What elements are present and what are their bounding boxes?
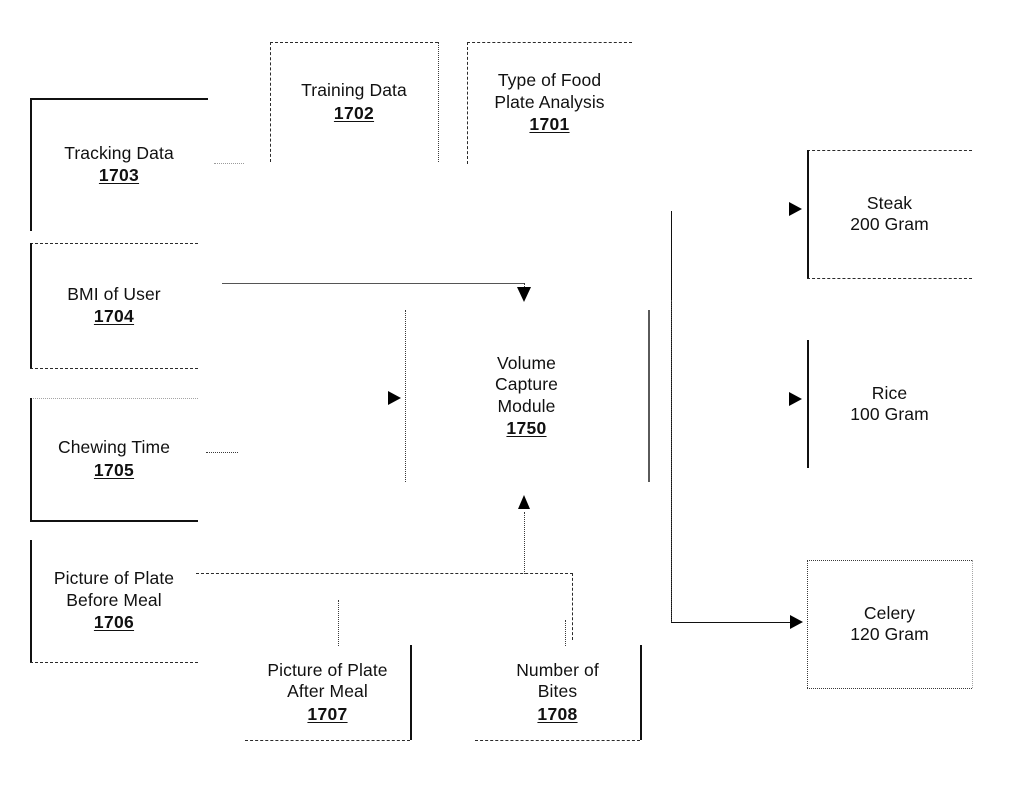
node-border-left bbox=[270, 42, 271, 162]
node-border-left bbox=[30, 540, 32, 662]
node-label: Tracking Data bbox=[64, 142, 174, 163]
connector-before-meal-horizontal bbox=[196, 573, 573, 574]
connector-before-meal-vertical bbox=[572, 573, 573, 640]
connector-bus-to-celery bbox=[671, 622, 793, 623]
node-border-top bbox=[807, 150, 972, 151]
node-chewing-time[interactable]: Chewing Time 1705 bbox=[30, 398, 198, 522]
chewing-time-stub bbox=[206, 452, 238, 453]
node-output-label: Steak bbox=[866, 192, 913, 213]
node-type-of-food-plate-analysis[interactable]: Type of Food Plate Analysis 1701 bbox=[467, 42, 632, 164]
node-border-top bbox=[807, 560, 972, 561]
node-tracking-data[interactable]: Tracking Data 1703 bbox=[30, 98, 208, 231]
node-label: Volume Capture Module bbox=[495, 352, 558, 416]
node-border-bottom bbox=[30, 520, 198, 522]
node-border-top bbox=[30, 243, 198, 244]
node-output-amount: 200 Gram bbox=[850, 214, 929, 234]
node-border-right bbox=[648, 310, 650, 482]
node-border-right bbox=[410, 645, 412, 740]
arrow-into-celery bbox=[790, 615, 803, 629]
node-border-bottom bbox=[475, 740, 640, 741]
node-output-amount: 100 Gram bbox=[850, 404, 929, 424]
node-label: BMI of User bbox=[67, 283, 161, 304]
node-bmi-of-user[interactable]: BMI of User 1704 bbox=[30, 243, 198, 369]
node-label: Number of Bites bbox=[516, 659, 599, 702]
node-ref: 1706 bbox=[93, 612, 135, 633]
connector-bites-to-module-vertical bbox=[524, 512, 525, 574]
node-border-bottom bbox=[807, 278, 972, 279]
arrow-into-module-top bbox=[517, 287, 531, 302]
node-ref: 1703 bbox=[98, 165, 140, 185]
node-border-bottom bbox=[30, 662, 198, 663]
node-label: Chewing Time bbox=[57, 437, 171, 458]
node-border-bottom bbox=[30, 368, 198, 369]
node-volume-capture-module[interactable]: Volume Capture Module 1750 bbox=[405, 310, 650, 482]
node-ref: 1750 bbox=[506, 417, 547, 438]
node-output-celery[interactable]: Celery 120 Gram bbox=[807, 560, 973, 689]
node-border-left bbox=[405, 310, 406, 482]
connector-bmi-to-module-horizontal bbox=[222, 283, 525, 284]
node-output-label: Celery bbox=[863, 602, 916, 623]
node-label: Picture of Plate Before Meal bbox=[53, 568, 175, 610]
node-picture-of-plate-after-meal[interactable]: Picture of Plate After Meal 1707 bbox=[245, 645, 412, 741]
node-ref: 1702 bbox=[333, 102, 375, 123]
node-label: Picture of Plate After Meal bbox=[267, 659, 388, 702]
node-ref: 1708 bbox=[537, 703, 578, 724]
node-picture-of-plate-before-meal[interactable]: Picture of Plate Before Meal 1706 bbox=[30, 540, 198, 663]
node-ref: 1704 bbox=[93, 306, 135, 326]
node-border-left bbox=[30, 243, 32, 368]
arrow-into-module-bottom bbox=[518, 495, 530, 509]
node-border-top bbox=[270, 42, 438, 43]
node-border-left bbox=[807, 560, 808, 688]
connector-after-meal-riser bbox=[338, 600, 339, 646]
node-border-left bbox=[30, 98, 32, 231]
output-bus-vertical-dotted bbox=[671, 300, 672, 622]
node-border-left bbox=[807, 340, 809, 468]
node-ref: 1705 bbox=[93, 459, 135, 480]
node-training-data[interactable]: Training Data 1702 bbox=[270, 42, 439, 162]
connector-bites-riser bbox=[565, 620, 566, 646]
node-border-left bbox=[807, 150, 809, 278]
node-label: Training Data bbox=[301, 80, 407, 101]
node-ref: 1707 bbox=[307, 703, 348, 724]
node-output-amount: 120 Gram bbox=[850, 624, 929, 644]
node-ref: 1701 bbox=[529, 114, 570, 135]
node-border-top bbox=[467, 42, 632, 43]
node-border-right bbox=[972, 560, 973, 688]
node-output-label: Rice bbox=[871, 382, 908, 403]
node-border-top bbox=[30, 98, 208, 100]
tracking-data-stub bbox=[214, 163, 244, 164]
node-border-top bbox=[30, 398, 198, 399]
node-border-left bbox=[30, 398, 32, 520]
node-border-right bbox=[640, 645, 642, 740]
arrow-into-rice bbox=[789, 392, 802, 406]
arrow-into-steak bbox=[789, 202, 802, 216]
node-border-bottom bbox=[245, 740, 410, 741]
node-number-of-bites[interactable]: Number of Bites 1708 bbox=[475, 645, 642, 741]
node-border-right bbox=[438, 42, 439, 162]
node-border-left bbox=[467, 42, 468, 164]
node-output-rice[interactable]: Rice 100 Gram bbox=[807, 340, 972, 468]
node-label: Type of Food Plate Analysis bbox=[494, 70, 605, 112]
arrow-into-module-left bbox=[388, 391, 401, 405]
node-border-bottom bbox=[807, 688, 972, 689]
node-output-steak[interactable]: Steak 200 Gram bbox=[807, 150, 972, 279]
